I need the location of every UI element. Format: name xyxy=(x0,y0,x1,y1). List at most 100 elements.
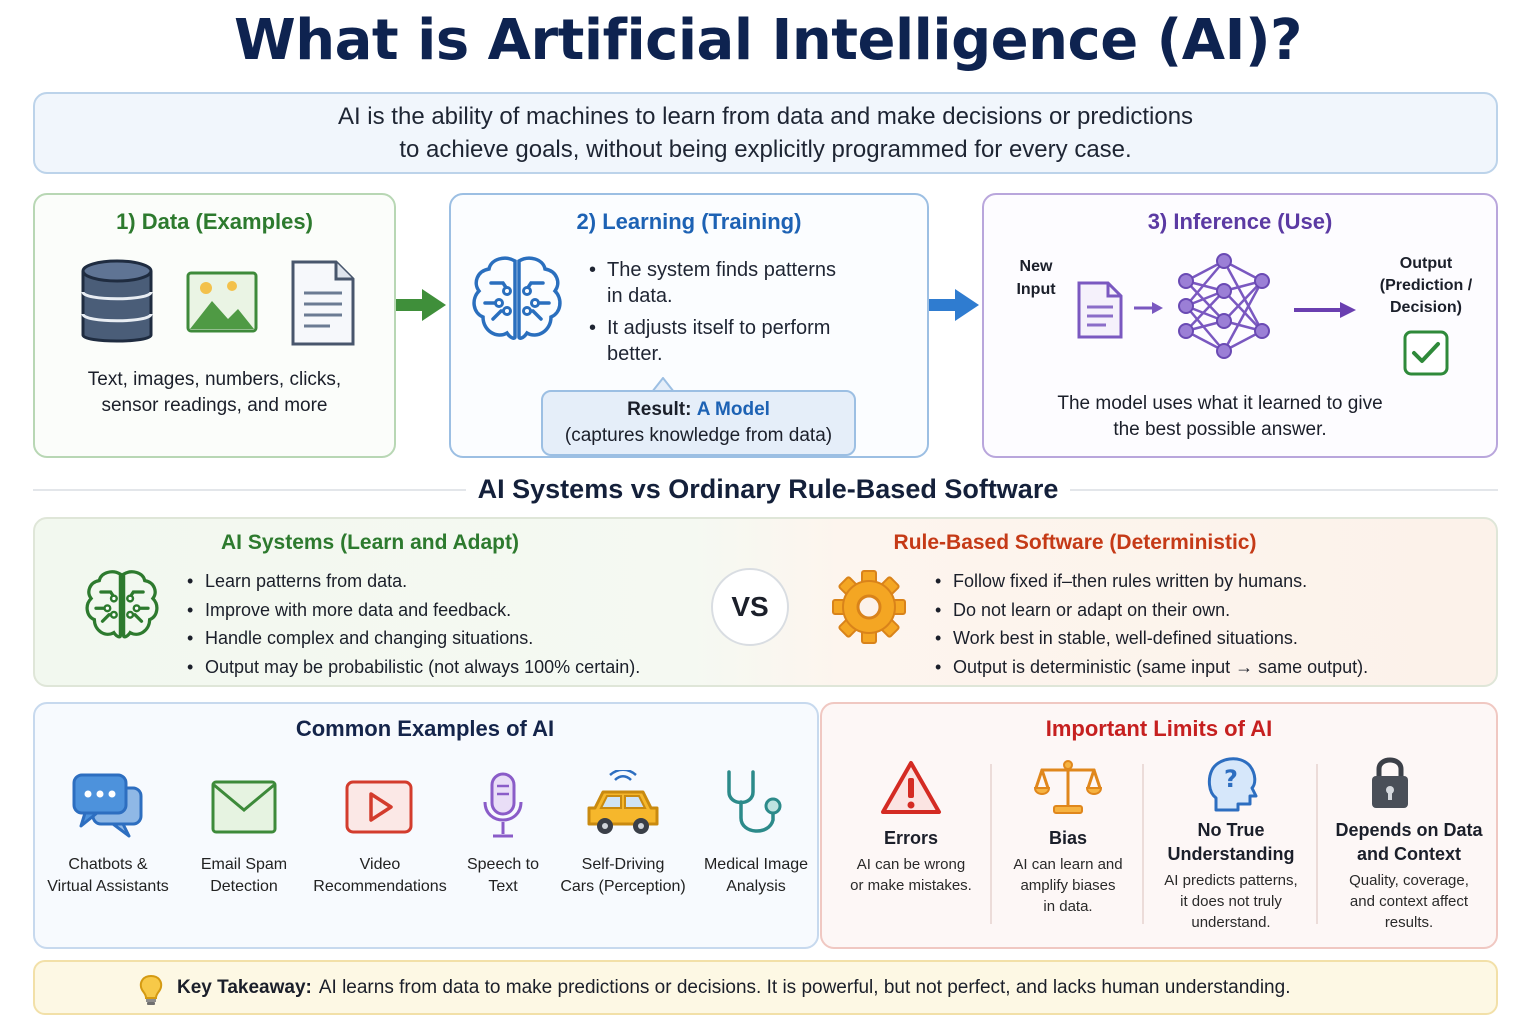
inference-description-line: The model uses what it learned to give xyxy=(1057,393,1383,414)
warning-icon xyxy=(881,761,941,814)
example-label: Medical Image xyxy=(703,856,809,873)
example-label: Speech to xyxy=(466,856,540,873)
limits-divider xyxy=(990,764,992,924)
new-input-label: New Input xyxy=(998,255,1074,301)
ai-systems-bullet: Handle complex and changing situations. xyxy=(187,624,640,653)
data-panel-title: 1) Data (Examples) xyxy=(116,209,313,234)
ai-systems-bullets: Learn patterns from data. Improve with m… xyxy=(187,567,640,681)
limit-text: or make mistakes. xyxy=(850,877,972,894)
limit-item-understanding: No True Understanding AI predicts patter… xyxy=(1144,818,1318,933)
checkmark-icon xyxy=(1403,330,1449,376)
lightbulb-icon xyxy=(139,974,163,1005)
limit-heading: Bias xyxy=(1048,828,1088,848)
limit-heading: Depends on Data xyxy=(1335,820,1483,840)
limits-panel: Important Limits of AI Errors AI can be … xyxy=(820,702,1498,949)
limit-heading: and Context xyxy=(1356,844,1461,864)
example-item-speech: Speech to Text xyxy=(453,854,553,898)
arrow-right-icon xyxy=(396,289,446,321)
example-label: Email Spam xyxy=(200,856,288,873)
example-label: Virtual Assistants xyxy=(47,878,169,895)
result-label: Result: xyxy=(627,399,692,420)
example-label: Video xyxy=(359,856,401,873)
padlock-icon xyxy=(1372,757,1408,808)
rule-based-bullet: Follow fixed if–then rules written by hu… xyxy=(935,567,1368,596)
image-icon xyxy=(186,271,258,333)
output-label: Output (Prediction / Decision) xyxy=(1364,253,1488,319)
limit-text: AI predicts patterns, xyxy=(1164,872,1298,889)
example-label: Cars (Perception) xyxy=(560,878,686,895)
example-item-self-driving: Self-Driving Cars (Perception) xyxy=(553,854,693,898)
microphone-icon xyxy=(483,772,523,838)
key-takeaway-body: AI learns from data to make predictions … xyxy=(318,976,1291,998)
key-takeaway-bar: Key Takeaway: AI learns from data to make… xyxy=(33,960,1498,1015)
inference-panel: 3) Inference (Use) New Input xyxy=(982,193,1498,458)
rule-based-bullets: Follow fixed if–then rules written by hu… xyxy=(935,567,1368,681)
chat-bubbles-icon xyxy=(72,773,143,838)
example-label: Chatbots & xyxy=(68,856,148,873)
limit-item-data-context: Depends on Data and Context Quality, cov… xyxy=(1318,818,1500,933)
limits-divider xyxy=(1316,764,1318,924)
inference-description-line: the best possible answer. xyxy=(1113,419,1327,440)
limit-text: amplify biases xyxy=(1020,877,1116,894)
database-icon xyxy=(81,259,153,343)
limits-title: Important Limits of AI xyxy=(1045,716,1273,741)
car-icon xyxy=(587,770,659,834)
definition-line-2: to achieve goals, without being explicit… xyxy=(399,136,1132,163)
limit-text: Quality, coverage, xyxy=(1349,872,1469,889)
stethoscope-icon xyxy=(727,770,782,833)
limit-text: it does not truly xyxy=(1180,893,1282,910)
limit-text: in data. xyxy=(1043,898,1093,915)
example-label: Analysis xyxy=(726,878,786,895)
learning-bullet: It adjusts itself to perform better. xyxy=(589,315,836,367)
result-line: Result: A Model xyxy=(543,397,854,423)
brain-circuit-icon xyxy=(472,256,562,340)
limit-heading: Errors xyxy=(883,828,939,848)
inference-description: The model uses what it learned to give t… xyxy=(984,391,1456,443)
output-line: (Prediction / xyxy=(1379,277,1473,294)
arrow-right-icon xyxy=(1294,302,1356,318)
rule-based-bullet: Work best in stable, well-defined situat… xyxy=(935,624,1368,653)
limit-item-errors: Errors AI can be wrong or make mistakes. xyxy=(830,826,992,896)
data-description-line-1: Text, images, numbers, clicks, xyxy=(87,369,342,390)
example-item-chatbots: Chatbots & Virtual Assistants xyxy=(35,854,181,898)
limit-heading: No True xyxy=(1197,820,1265,840)
limit-item-bias: Bias AI can learn and amplify biases in … xyxy=(992,826,1144,917)
ai-systems-bullet: Improve with more data and feedback. xyxy=(187,596,640,625)
example-item-video: Video Recommendations xyxy=(307,854,453,898)
definition-box: AI is the ability of machines to learn f… xyxy=(33,92,1498,174)
limit-text: understand. xyxy=(1191,914,1271,931)
envelope-icon xyxy=(211,780,277,834)
brain-circuit-icon xyxy=(85,570,159,639)
example-label: Self-Driving xyxy=(581,856,665,873)
learning-bullet-line: better. xyxy=(607,343,663,365)
inference-panel-title: 3) Inference (Use) xyxy=(1147,209,1333,234)
ai-systems-bullet: Learn patterns from data. xyxy=(187,567,640,596)
learning-bullets: The system finds patterns in data. It ad… xyxy=(589,257,836,367)
learning-bullet-line: in data. xyxy=(607,285,673,307)
limit-text: results. xyxy=(1384,914,1434,931)
new-input-line: Input xyxy=(1016,281,1056,298)
arrow-right-icon xyxy=(929,289,979,321)
example-label: Recommendations xyxy=(313,878,447,895)
ai-systems-title: AI Systems (Learn and Adapt) xyxy=(221,531,519,554)
learning-panel-title: 2) Learning (Training) xyxy=(576,209,802,234)
output-line: Output xyxy=(1399,255,1453,272)
svg-text:?: ? xyxy=(1224,765,1238,793)
limit-text: AI can be wrong xyxy=(856,856,966,873)
neural-network-icon xyxy=(1178,253,1270,359)
key-takeaway-label: Key Takeaway: xyxy=(177,976,312,998)
rule-based-bullet: Output is deterministic (same input → sa… xyxy=(935,653,1368,682)
learning-bullet-line: It adjusts itself to perform xyxy=(607,317,831,339)
data-description-line-2: sensor readings, and more xyxy=(101,395,328,416)
vs-badge: VS xyxy=(711,568,789,646)
definition-line-1: AI is the ability of machines to learn f… xyxy=(337,103,1194,130)
comparison-heading: AI Systems vs Ordinary Rule-Based Softwa… xyxy=(0,474,1536,505)
limits-divider xyxy=(1142,764,1144,924)
rule-based-title: Rule-Based Software (Deterministic) xyxy=(893,531,1257,554)
key-takeaway-text: Key Takeaway: AI learns from data to make… xyxy=(177,977,1290,999)
data-description: Text, images, numbers, clicks, sensor re… xyxy=(35,367,394,419)
rule-based-bullet: Do not learn or adapt on their own. xyxy=(935,596,1368,625)
result-callout: Result: A Model (captures knowledge from… xyxy=(541,390,856,456)
comparison-heading-text: AI Systems vs Ordinary Rule-Based Softwa… xyxy=(465,474,1071,504)
arrow-right-icon xyxy=(1134,302,1163,314)
